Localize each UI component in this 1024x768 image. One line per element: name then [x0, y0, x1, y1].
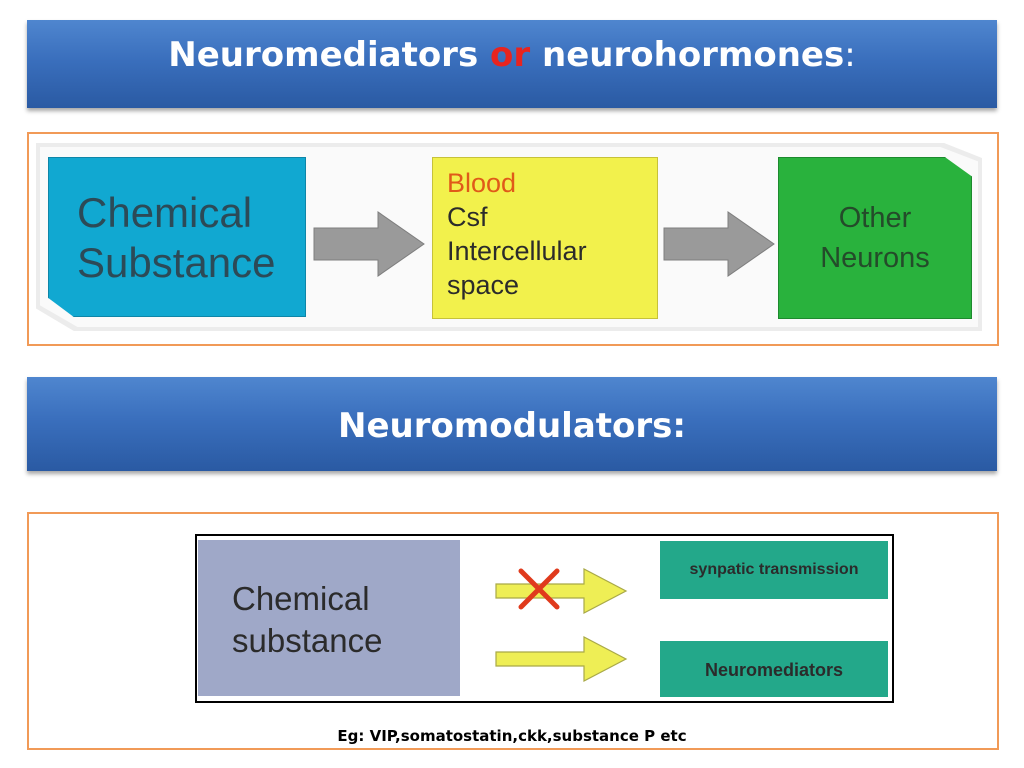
chemical-substance-box: Chemical Substance — [48, 157, 306, 317]
title-neuromediators: Neuromediators — [168, 35, 479, 75]
medium-space: space — [447, 270, 520, 300]
medium-box: Blood Csf Intercellular space — [432, 157, 658, 319]
neuromediators-label: Neuromediators — [704, 660, 844, 680]
title-colon: : — [844, 35, 856, 75]
neuromediators-box: Neuromediators — [660, 641, 888, 697]
medium-blood: Blood — [447, 168, 517, 198]
modulator-source-line-2: substance — [232, 622, 383, 659]
title-or: or — [490, 35, 531, 75]
title-banner-neuromodulators: Neuromodulators: — [27, 377, 997, 471]
grey-arrow-right-icon — [663, 211, 775, 277]
title-neuromodulators: Neuromodulators: — [338, 406, 686, 446]
other-neurons-box: Other Neurons — [778, 157, 972, 319]
other-neurons-line-2: Neurons — [820, 242, 930, 274]
synaptic-transmission-box: synpatic transmission — [660, 541, 888, 599]
yellow-arrow-right-icon — [495, 636, 628, 682]
chemical-substance-line-1: Chemical — [77, 189, 253, 236]
chemical-substance-modulator-box: Chemical substance — [198, 540, 460, 696]
grey-arrow-right-icon — [313, 211, 425, 277]
examples-footnote: Eg: VIP,somatostatin,ckk,substance P etc — [337, 727, 687, 745]
title-banner-neuromediators: Neuromediators or neurohormones: — [27, 20, 997, 108]
yellow-arrow-right-icon — [495, 568, 628, 614]
synaptic-transmission-label: synpatic transmission — [689, 561, 859, 578]
medium-csf: Csf — [447, 202, 488, 232]
other-neurons-line-1: Other — [838, 202, 912, 234]
title-neurohormones: neurohormones — [542, 35, 845, 75]
red-x-icon — [518, 568, 560, 610]
modulator-source-line-1: Chemical — [232, 580, 370, 617]
chemical-substance-line-2: Substance — [77, 239, 276, 286]
medium-intercellular: Intercellular — [447, 236, 587, 266]
